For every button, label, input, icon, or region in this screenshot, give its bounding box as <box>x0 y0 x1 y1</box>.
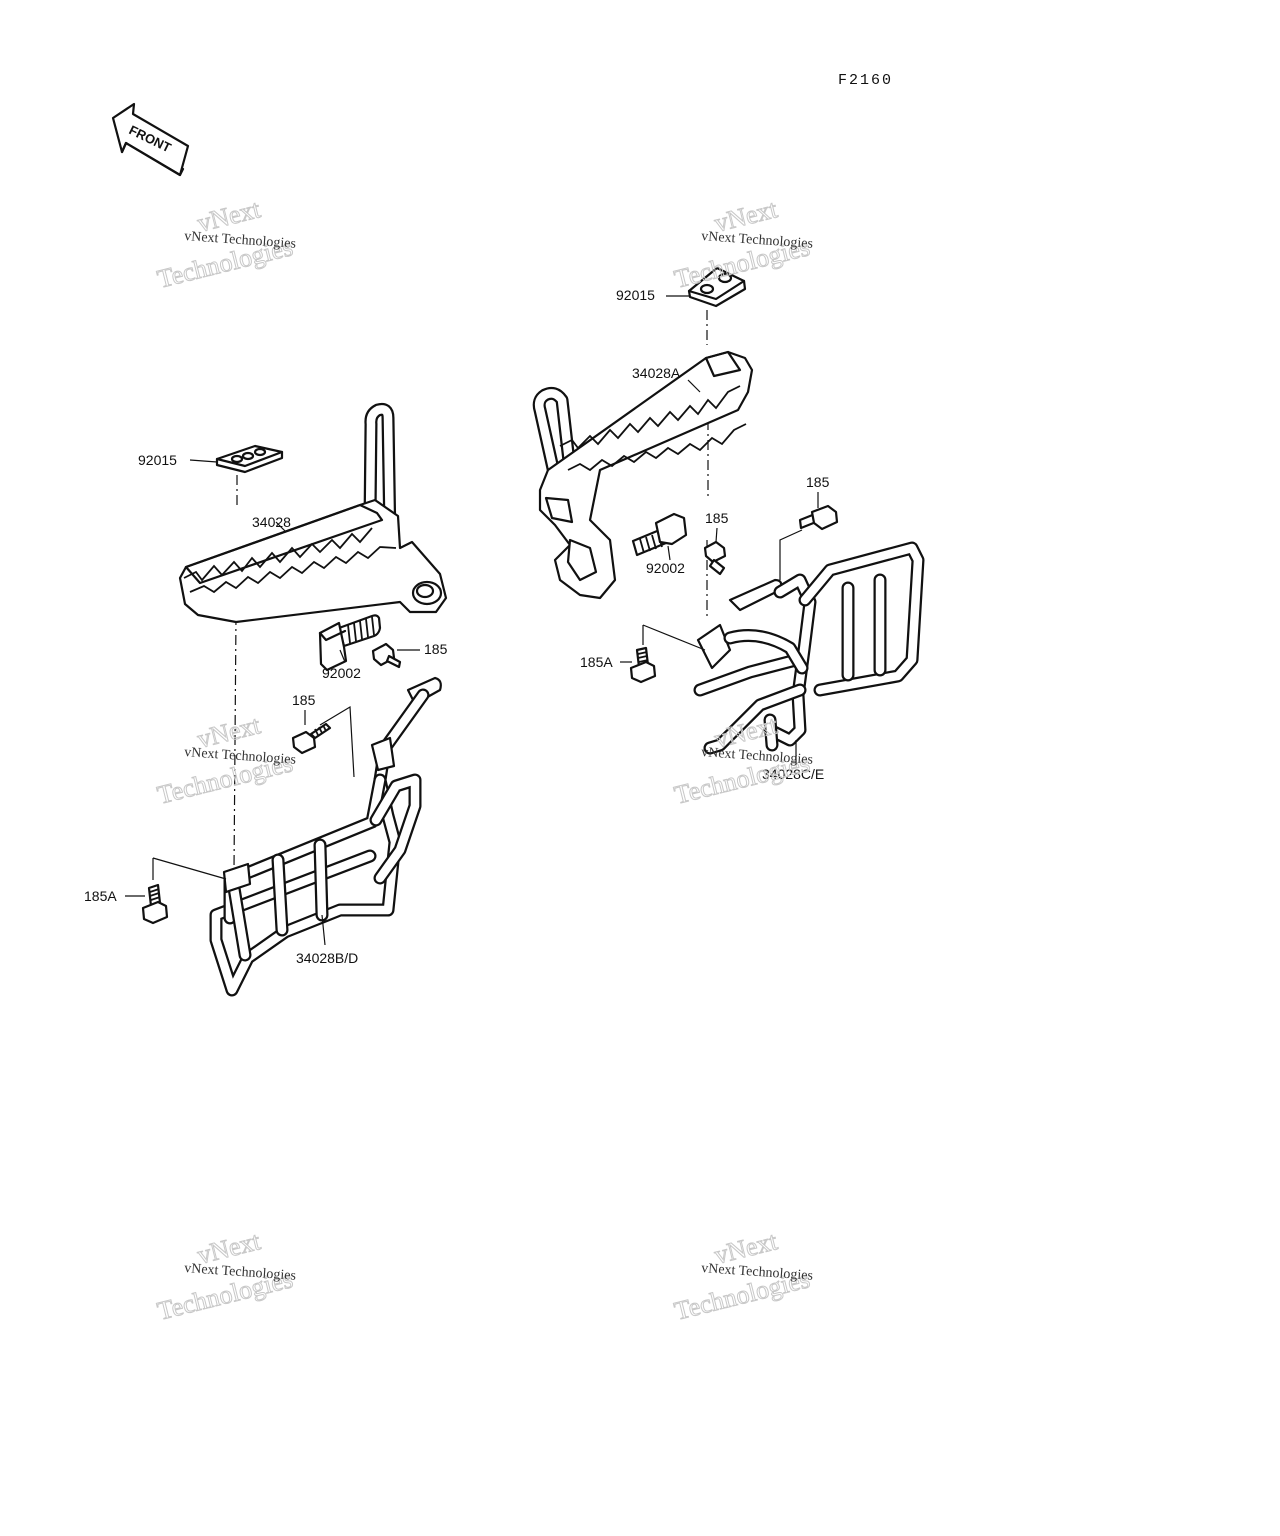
label-left-bolt-large: 92002 <box>322 665 361 681</box>
left-step-leader <box>275 521 287 533</box>
label-right-step: 34028A <box>632 365 681 381</box>
left-assembly-centerline <box>233 475 238 871</box>
label-left-step: 34028 <box>252 514 291 530</box>
left-bolt-lower <box>141 883 169 925</box>
right-step-leader <box>687 379 701 393</box>
label-right-step-pad: 92015 <box>616 287 655 303</box>
left-bolt-mid <box>291 722 332 755</box>
right-bolt-lower <box>629 646 657 684</box>
label-right-bolt-lower: 185A <box>580 654 613 670</box>
right-step-pad <box>687 266 747 308</box>
watermark-top-right: vNext Technologies vNext Technologies <box>671 194 813 295</box>
left-step-pad <box>215 444 284 474</box>
watermark-bottom-left: vNext Technologies vNext Technologies <box>154 1226 296 1327</box>
front-arrow-icon: FRONT <box>111 102 190 177</box>
left-guard <box>209 676 442 997</box>
right-bolt-large-leader <box>667 545 671 561</box>
left-step-pad-leader <box>189 459 218 463</box>
watermark-mid-left: vNext Technologies vNext Technologies <box>154 710 296 811</box>
label-right-guard: 34028C/E <box>762 766 824 782</box>
label-left-step-pad: 92015 <box>138 452 177 468</box>
label-left-bolt-upper: 185 <box>424 641 448 657</box>
left-bolt-lower-bracket <box>152 857 227 880</box>
left-guard-leader <box>321 914 326 946</box>
right-bolt-lower-bracket <box>642 624 706 651</box>
right-guard <box>693 541 925 755</box>
label-right-bolt-mid: 185 <box>705 510 729 526</box>
left-step <box>178 402 448 624</box>
left-bolt-mid-bracket <box>319 705 355 778</box>
left-bolt-upper <box>371 642 402 669</box>
label-left-bolt-mid: 185 <box>292 692 316 708</box>
right-step <box>532 350 754 600</box>
watermark-bottom-right: vNext Technologies vNext Technologies <box>671 1226 813 1327</box>
right-bolt-mid-leader <box>715 527 718 543</box>
label-right-bolt-upper: 185 <box>806 474 830 490</box>
right-bolt-large <box>631 512 688 557</box>
left-bolt-large-leader <box>339 649 346 663</box>
right-bolt-mid <box>703 540 727 576</box>
watermark-top-left: vNext Technologies vNext Technologies <box>154 194 296 295</box>
figure-code: F2160 <box>838 72 893 89</box>
right-bolt-upper <box>798 504 839 531</box>
label-left-bolt-lower: 185A <box>84 888 117 904</box>
right-assembly-centerline <box>706 310 709 620</box>
label-left-guard: 34028B/D <box>296 950 358 966</box>
label-right-bolt-large: 92002 <box>646 560 685 576</box>
right-bolt-upper-bracket <box>779 529 803 580</box>
watermark-mid-right: vNext Technologies vNext Technologies <box>671 710 813 811</box>
left-bolt-large <box>318 614 382 672</box>
